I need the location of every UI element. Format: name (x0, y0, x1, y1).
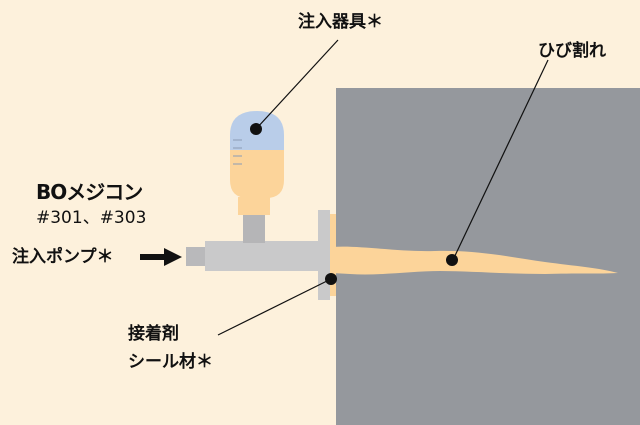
injection-pipe (205, 241, 318, 271)
leader-line-crack (451, 59, 549, 263)
seal-plate-resin (330, 214, 336, 296)
adhesive-label-line1: 接着剤 (128, 324, 179, 344)
pump-connector (186, 247, 205, 266)
pointer-dot-crack (446, 254, 458, 266)
injector-neck (243, 213, 265, 243)
injector-label: 注入器具＊ (298, 12, 383, 32)
pointer-dot-adhesive (325, 273, 337, 285)
injector-neck-cap (238, 197, 270, 215)
crack-resin (332, 246, 618, 275)
adhesive-label-line2: シール材＊ (128, 352, 213, 372)
injector-container-bottom (230, 150, 284, 198)
injector-graduations (233, 139, 242, 165)
leader-line-adhesive (217, 278, 332, 336)
product-codes: #301、#303 (36, 208, 147, 228)
seal-plate (318, 210, 330, 300)
pointer-dot-injector (250, 123, 262, 135)
pump-arrow-icon (140, 248, 182, 266)
leader-line-injector (255, 39, 339, 130)
crack-label: ひび割れ (538, 41, 606, 61)
product-name: BOメジコン (36, 180, 143, 204)
pump-label: 注入ポンプ＊ (12, 247, 114, 267)
